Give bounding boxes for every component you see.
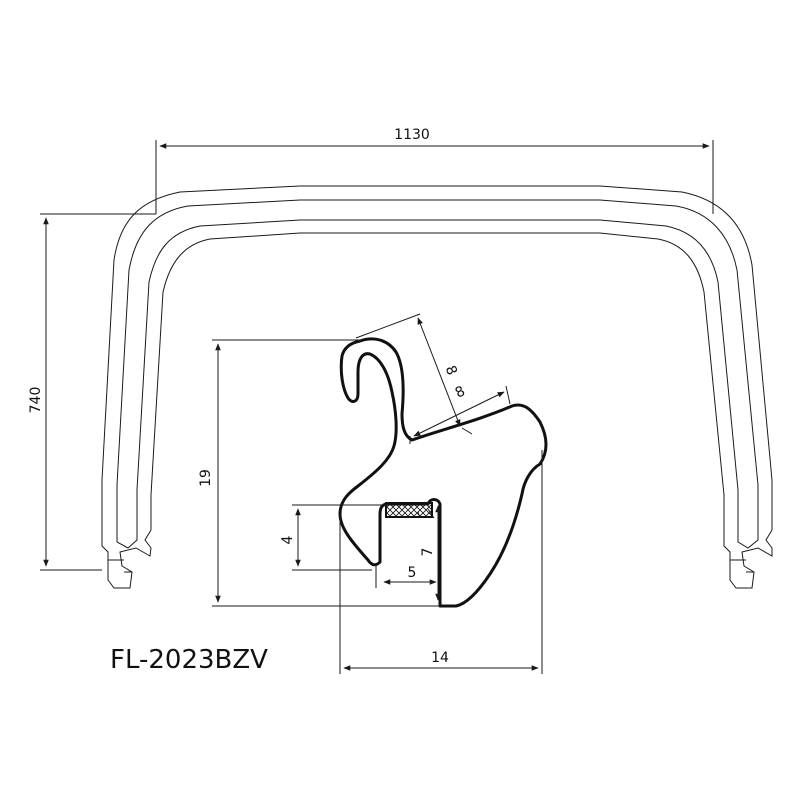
width-label: 1130 <box>394 127 430 143</box>
channel-depth-dimension: 4 <box>280 504 386 571</box>
channel-depth-label: 4 <box>280 535 296 544</box>
lip-a-label: 8 <box>442 363 460 377</box>
frame-outer-rail <box>101 185 773 530</box>
insert-strip <box>385 502 433 518</box>
channel-width-label: 5 <box>408 565 417 581</box>
gasket-frame <box>101 185 773 530</box>
frame-inner-rail-a <box>136 219 739 528</box>
profile-width-label: 14 <box>431 650 449 666</box>
height-label: 740 <box>28 387 44 414</box>
channel-height-dimension: 7 <box>420 505 441 601</box>
profile-height-label: 19 <box>198 469 214 487</box>
model-label: FL-2023BZV <box>110 645 268 675</box>
frame-middle-rail <box>116 199 759 528</box>
width-dimension: 1130 <box>155 127 714 214</box>
left-foot-profile <box>101 528 152 589</box>
channel-height-label: 7 <box>420 548 436 557</box>
cross-section-profile <box>338 337 548 608</box>
height-dimension: 740 <box>28 213 156 571</box>
channel-width-dimension: 5 <box>375 565 437 588</box>
profile-height-dimension: 19 <box>198 339 440 607</box>
frame-inner-rail-b <box>150 232 725 530</box>
lip-b-label: 8 <box>453 383 468 401</box>
profile-body <box>338 337 548 608</box>
profile-width-dimension: 14 <box>339 450 543 674</box>
right-foot-profile <box>723 528 773 589</box>
